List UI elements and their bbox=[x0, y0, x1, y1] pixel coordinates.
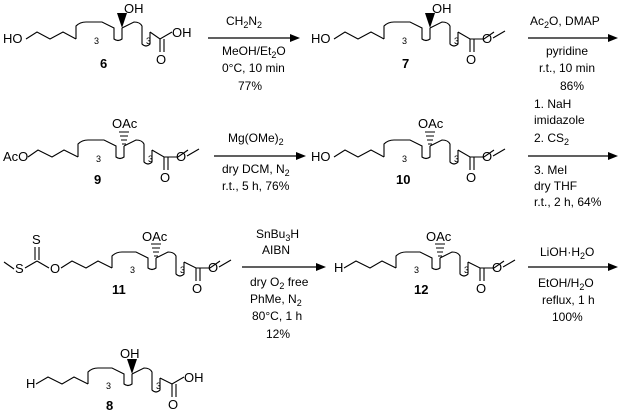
compound-number: 11 bbox=[112, 282, 126, 297]
compound-number: 6 bbox=[100, 56, 107, 71]
reaction-arrow-4: 1. NaH imidazole 2. CS2 3. MeI dry THF r… bbox=[528, 97, 618, 209]
sulfur-label: S bbox=[15, 261, 24, 276]
compound-12: H O O OAc 3 3 12 bbox=[334, 229, 516, 297]
repeat-count: 3 bbox=[146, 36, 151, 46]
reagent-label: imidazole bbox=[534, 113, 585, 127]
ester-oxygen-label: O bbox=[176, 149, 186, 164]
hydroxyl-label: HO bbox=[311, 31, 331, 46]
compound-8: H O OH OH 3 3 8 bbox=[26, 346, 204, 413]
carbonyl-oxygen-label: O bbox=[476, 281, 486, 296]
hydroxyl-label: HO bbox=[311, 149, 331, 164]
repeat-count: 3 bbox=[180, 265, 185, 275]
reagent-label: AIBN bbox=[262, 243, 290, 257]
condition-label: 0°C, 10 min bbox=[222, 61, 285, 75]
reagent-label: CH2N2 bbox=[226, 14, 262, 30]
repeat-count: 3 bbox=[402, 154, 407, 164]
reaction-arrow-5: SnBu3H AIBN dry O2 free PhMe, N2 80°C, 1… bbox=[242, 227, 326, 341]
repeat-count: 3 bbox=[148, 154, 153, 164]
ester-oxygen-label: O bbox=[482, 149, 492, 164]
reaction-arrow-2: Ac2O, DMAP pyridine r.t., 10 min 86% bbox=[528, 14, 618, 93]
solvent-label: MeOH/Et2O bbox=[222, 44, 286, 60]
carbonyl-oxygen-label: O bbox=[466, 170, 476, 185]
reagent-label: 2. CS2 bbox=[534, 131, 569, 147]
yield-label: 100% bbox=[552, 310, 583, 324]
stereo-hydroxyl-label: OH bbox=[120, 346, 140, 361]
carbonyl-oxygen-label: O bbox=[192, 281, 202, 296]
stereo-acetoxy-label: OAc bbox=[142, 229, 168, 244]
repeat-count: 3 bbox=[96, 154, 101, 164]
reagent-label: 1. NaH bbox=[534, 97, 571, 111]
yield-label: 12% bbox=[266, 327, 290, 341]
compound-number: 12 bbox=[414, 282, 428, 297]
condition-label: reflux, 1 h bbox=[542, 293, 595, 307]
repeat-count: 3 bbox=[94, 36, 99, 46]
repeat-count: 3 bbox=[156, 381, 161, 391]
compound-number: 8 bbox=[106, 398, 113, 413]
reagent-label: 3. MeI bbox=[534, 163, 567, 177]
reaction-arrow-3: Mg(OMe)2 dry DCM, N2 r.t., 5 h, 76% bbox=[214, 131, 306, 193]
ester-oxygen-label: O bbox=[482, 31, 492, 46]
compound-number: 9 bbox=[94, 172, 101, 187]
condition-label: r.t., 2 h, 64% bbox=[534, 195, 602, 209]
reagent-label: Mg(OMe)2 bbox=[228, 131, 284, 147]
ester-oxygen-label: O bbox=[208, 260, 218, 275]
acid-hydroxyl-label: OH bbox=[172, 25, 192, 40]
hydrogen-label: H bbox=[334, 260, 343, 275]
carbonyl-oxygen-label: O bbox=[466, 52, 476, 67]
repeat-count: 3 bbox=[130, 265, 135, 275]
solvent-label: EtOH/H2O bbox=[538, 276, 594, 292]
condition-label: r.t., 10 min bbox=[539, 61, 595, 75]
hydrogen-label: H bbox=[26, 376, 35, 391]
hashed-bond bbox=[119, 131, 129, 145]
compound-9: AcO O O OAc 3 3 9 bbox=[3, 116, 200, 187]
condition-label: 80°C, 1 h bbox=[252, 309, 302, 323]
compound-number: 7 bbox=[402, 56, 409, 71]
thione-sulfur-label: S bbox=[32, 232, 41, 247]
repeat-count: 3 bbox=[106, 381, 111, 391]
solvent-label: pyridine bbox=[546, 44, 588, 58]
compound-6: HO O OH OH 3 3 6 bbox=[3, 1, 192, 71]
solvent-label: dry DCM, N2 bbox=[222, 162, 290, 178]
compound-10: HO O O OAc 3 3 10 bbox=[311, 116, 506, 187]
repeat-count: 3 bbox=[464, 265, 469, 275]
acetoxy-label: AcO bbox=[3, 149, 28, 164]
solvent-label: dry THF bbox=[534, 179, 577, 193]
repeat-count: 3 bbox=[454, 36, 459, 46]
hashed-bond bbox=[435, 243, 445, 257]
solvent-label: PhMe, N2 bbox=[250, 292, 302, 308]
repeat-count: 3 bbox=[454, 154, 459, 164]
carbonyl-oxygen-label: O bbox=[156, 52, 166, 67]
stereo-hydroxyl-label: OH bbox=[432, 1, 452, 16]
reaction-arrow-1: CH2N2 MeOH/Et2O 0°C, 10 min 77% bbox=[208, 14, 300, 93]
carbonyl-oxygen-label: O bbox=[168, 397, 178, 412]
ester-oxygen-label: O bbox=[492, 260, 502, 275]
stereo-acetoxy-label: OAc bbox=[112, 116, 138, 131]
condition-label: r.t., 5 h, 76% bbox=[222, 179, 290, 193]
yield-label: 77% bbox=[238, 79, 262, 93]
compound-11: S S O O O OAc 3 3 11 bbox=[3, 229, 232, 297]
compound-number: 10 bbox=[396, 172, 410, 187]
hydroxyl-label: HO bbox=[3, 31, 23, 46]
stereo-acetoxy-label: OAc bbox=[426, 229, 452, 244]
reaction-arrow-6: LiOH·H2O EtOH/H2O reflux, 1 h 100% bbox=[528, 245, 618, 324]
carbonyl-oxygen-label: O bbox=[160, 170, 170, 185]
repeat-count: 3 bbox=[414, 265, 419, 275]
compound-7: HO O O OH 3 3 7 bbox=[311, 1, 506, 71]
reagent-label: LiOH·H2O bbox=[540, 245, 594, 261]
reagent-label: SnBu3H bbox=[256, 227, 299, 243]
hashed-bond bbox=[151, 243, 161, 257]
acid-hydroxyl-label: OH bbox=[184, 370, 204, 385]
repeat-count: 3 bbox=[402, 36, 407, 46]
hashed-bond bbox=[425, 131, 435, 145]
stereo-hydroxyl-label: OH bbox=[124, 1, 144, 16]
stereo-acetoxy-label: OAc bbox=[418, 116, 444, 131]
yield-label: 86% bbox=[560, 79, 584, 93]
ether-oxygen-label: O bbox=[50, 261, 60, 276]
condition-label: dry O2 free bbox=[250, 275, 309, 291]
reagent-label: Ac2O, DMAP bbox=[530, 14, 600, 30]
